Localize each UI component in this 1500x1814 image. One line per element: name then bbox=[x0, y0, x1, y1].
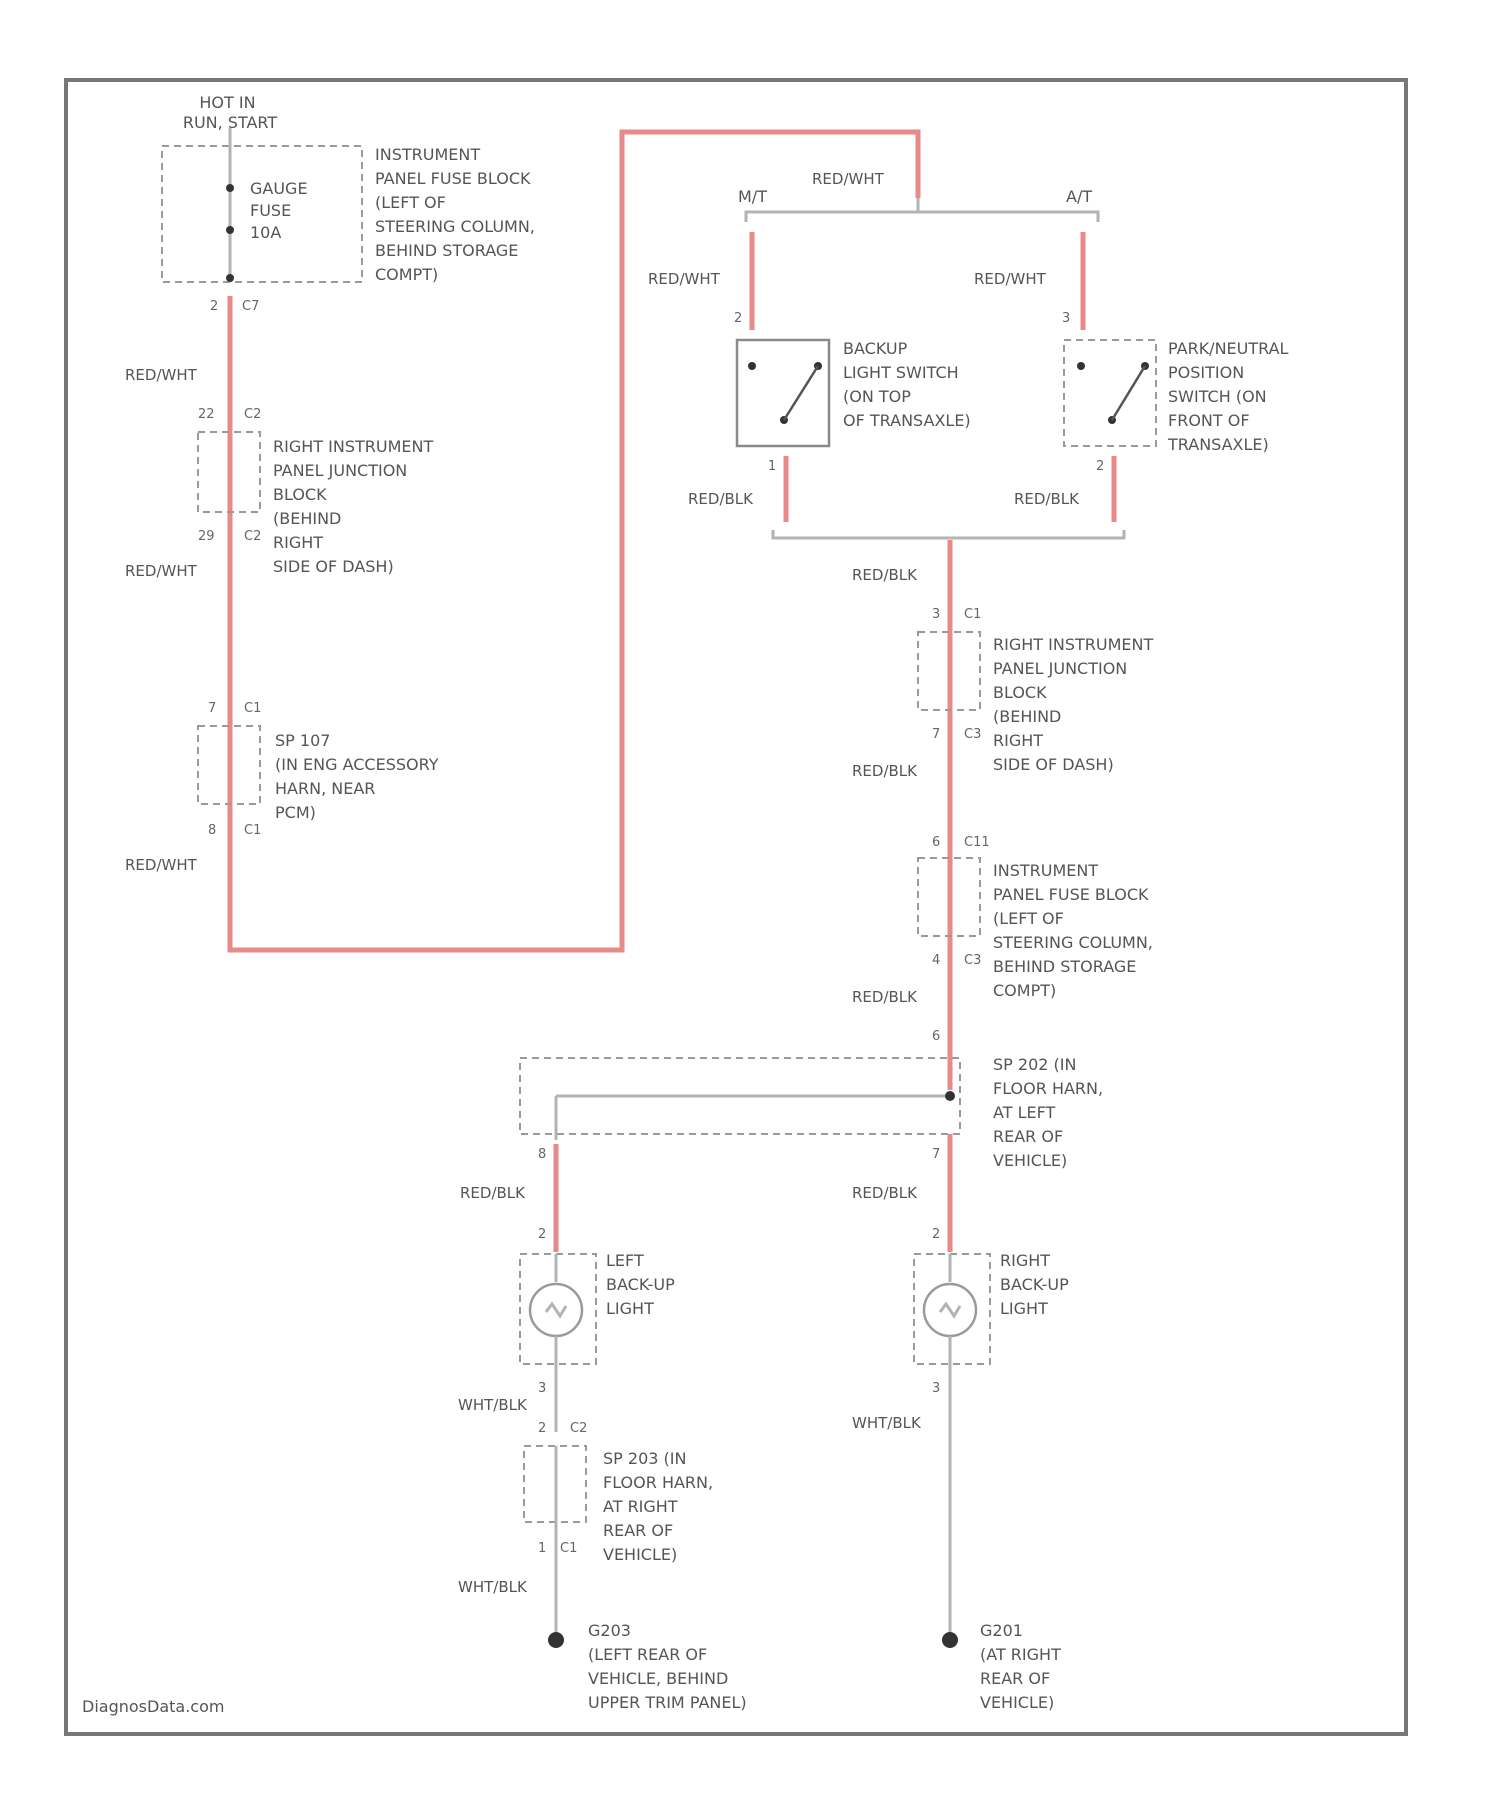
rj-conn-out: C3 bbox=[964, 727, 981, 742]
fb2-pin-out: 4 bbox=[932, 953, 940, 968]
pn-wire-out: RED/BLK bbox=[1014, 490, 1080, 508]
sp203-pin-out: 1 bbox=[538, 1541, 546, 1556]
main-wire-label-1: RED/BLK bbox=[852, 566, 918, 584]
bs-wire-out: RED/BLK bbox=[688, 490, 754, 508]
fb2-conn-out: C3 bbox=[964, 953, 981, 968]
mt-label: M/T bbox=[738, 187, 767, 206]
sp107-conn-in: C1 bbox=[244, 701, 261, 716]
sp203-location: SP 203 (IN FLOOR HARN, AT RIGHT REAR OF … bbox=[603, 1449, 718, 1564]
top-bracket bbox=[746, 212, 1098, 222]
left-light-location: LEFT BACK-UP LIGHT bbox=[606, 1251, 680, 1318]
pn-pin-out: 2 bbox=[1096, 459, 1104, 474]
right-ground-icon bbox=[942, 1632, 958, 1648]
fuse-conn-out: C7 bbox=[242, 299, 259, 314]
rj-pin-out: 7 bbox=[932, 727, 940, 742]
left-ground-icon bbox=[548, 1632, 564, 1648]
fb2-conn-in: C11 bbox=[964, 835, 990, 850]
sp107-location: SP 107 (IN ENG ACCESSORY HARN, NEAR PCM) bbox=[275, 731, 444, 822]
wire-label-2: RED/WHT bbox=[125, 562, 198, 580]
lj-pin-in: 22 bbox=[198, 407, 215, 422]
fuse-pin-out: 2 bbox=[210, 299, 218, 314]
rj-pin-in: 3 bbox=[932, 607, 940, 622]
left-ground-wire: WHT/BLK bbox=[458, 1578, 528, 1596]
rl-wire-in: RED/BLK bbox=[852, 1184, 918, 1202]
left-ground-label: G203 (LEFT REAR OF VEHICLE, BEHIND UPPER… bbox=[588, 1621, 747, 1712]
sp107-conn-out: C1 bbox=[244, 823, 261, 838]
fb2-pin-in: 6 bbox=[932, 835, 940, 850]
right-junction-location: RIGHT INSTRUMENT PANEL JUNCTION BLOCK (B… bbox=[993, 635, 1158, 774]
rl-pin-in: 2 bbox=[932, 1227, 940, 1242]
gauge-fuse-label: GAUGE FUSE 10A bbox=[250, 179, 313, 242]
rj-conn-in: C1 bbox=[964, 607, 981, 622]
diagram-border bbox=[66, 80, 1406, 1734]
main-wire-label-2: RED/BLK bbox=[852, 762, 918, 780]
bs-wire-in: RED/WHT bbox=[648, 270, 721, 288]
pn-switch-box bbox=[1064, 340, 1156, 446]
pn-wire-in: RED/WHT bbox=[974, 270, 1047, 288]
hot-label: HOT IN RUN, START bbox=[183, 93, 278, 132]
ll-pin-out: 3 bbox=[538, 1381, 546, 1396]
bottom-bracket bbox=[773, 530, 1124, 538]
pn-switch-location: PARK/NEUTRAL POSITION SWITCH (ON FRONT O… bbox=[1167, 339, 1294, 454]
pn-pin-in: 3 bbox=[1062, 311, 1070, 326]
sp202-pin-right: 7 bbox=[932, 1147, 940, 1162]
sp203-pin-in: 2 bbox=[538, 1421, 546, 1436]
at-label: A/T bbox=[1066, 187, 1092, 206]
ll-wire-out: WHT/BLK bbox=[458, 1396, 528, 1414]
backup-switch-location: BACKUP LIGHT SWITCH (ON TOP OF TRANSAXLE… bbox=[843, 339, 971, 430]
left-red-wire bbox=[230, 132, 918, 950]
main-wire-label-3: RED/BLK bbox=[852, 988, 918, 1006]
sp202-location: SP 202 (IN FLOOR HARN, AT LEFT REAR OF V… bbox=[993, 1055, 1108, 1170]
ll-wire-in: RED/BLK bbox=[460, 1184, 526, 1202]
lj-conn-in: C2 bbox=[244, 407, 261, 422]
left-junction-location: RIGHT INSTRUMENT PANEL JUNCTION BLOCK (B… bbox=[273, 437, 438, 576]
fuse-block2-location: INSTRUMENT PANEL FUSE BLOCK (LEFT OF STE… bbox=[993, 861, 1158, 1000]
sp107-pin-in: 7 bbox=[208, 701, 216, 716]
bs-pin-out: 1 bbox=[768, 459, 776, 474]
wire-label-3: RED/WHT bbox=[125, 856, 198, 874]
sp202-pin-left: 8 bbox=[538, 1147, 546, 1162]
sp202-pin-in: 6 bbox=[932, 1029, 940, 1044]
sp203-conn-in: C2 bbox=[570, 1421, 587, 1436]
rl-wire-out: WHT/BLK bbox=[852, 1414, 922, 1432]
lj-conn-out: C2 bbox=[244, 529, 261, 544]
top-wire-label: RED/WHT bbox=[812, 170, 885, 188]
lj-pin-out: 29 bbox=[198, 529, 215, 544]
wire-label-1: RED/WHT bbox=[125, 366, 198, 384]
right-ground-label: G201 (AT RIGHT REAR OF VEHICLE) bbox=[980, 1621, 1066, 1712]
backup-switch-box bbox=[737, 340, 829, 446]
right-light-location: RIGHT BACK-UP LIGHT bbox=[1000, 1251, 1074, 1318]
watermark: DiagnosData.com bbox=[82, 1697, 224, 1716]
bs-pin-in: 2 bbox=[734, 311, 742, 326]
sp107-pin-out: 8 bbox=[208, 823, 216, 838]
ll-pin-in: 2 bbox=[538, 1227, 546, 1242]
rl-pin-out: 3 bbox=[932, 1381, 940, 1396]
fuse-block-location: INSTRUMENT PANEL FUSE BLOCK (LEFT OF STE… bbox=[375, 145, 540, 284]
sp203-conn-out: C1 bbox=[560, 1541, 577, 1556]
